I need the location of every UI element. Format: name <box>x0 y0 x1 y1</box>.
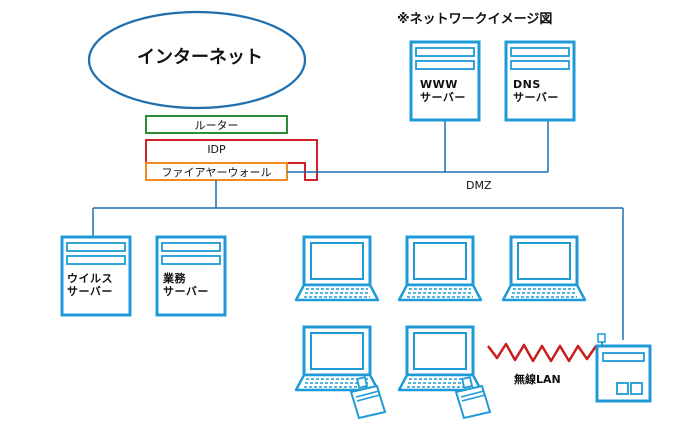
dns-server <box>504 40 576 122</box>
internet-cloud <box>87 10 307 110</box>
business-server <box>155 235 227 317</box>
wireless-lan-label: 無線LAN <box>514 373 561 386</box>
www-server <box>409 40 481 122</box>
access-point <box>595 333 652 403</box>
dns-server-name: DNS <box>513 78 541 91</box>
idp-label: IDP <box>207 143 226 156</box>
virus-server-type: サーバー <box>67 285 113 298</box>
www-server-label: WWW サーバー <box>420 78 466 104</box>
business-server-label: 業務 サーバー <box>163 272 209 298</box>
www-server-name: WWW <box>420 78 458 91</box>
firewall-label: ファイアヤーウォール <box>161 166 272 179</box>
business-server-type: サーバー <box>163 285 209 298</box>
router-label: ルーター <box>194 119 239 132</box>
www-server-type: サーバー <box>420 91 466 104</box>
internet-label: インターネット <box>137 47 263 68</box>
wireless-signal-icon <box>487 342 598 363</box>
business-server-name: 業務 <box>163 272 186 285</box>
dns-server-label: DNS サーバー <box>513 78 559 104</box>
dmz-label: DMZ <box>466 179 492 192</box>
virus-server <box>60 235 132 317</box>
laptop-3 <box>501 235 587 302</box>
router-box <box>145 115 288 134</box>
virus-server-label: ウイルス サーバー <box>67 272 113 298</box>
laptop-2 <box>397 235 483 302</box>
virus-server-name: ウイルス <box>67 272 113 285</box>
diagram-title: ※ネットワークイメージ図 <box>397 12 553 27</box>
dns-server-type: サーバー <box>513 91 559 104</box>
laptop-1 <box>294 235 380 302</box>
